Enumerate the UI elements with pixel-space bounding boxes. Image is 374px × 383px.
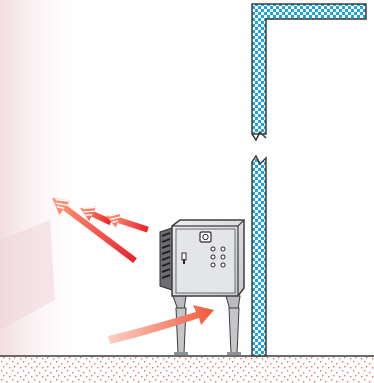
floor-icon	[0, 355, 374, 383]
main-switch-icon	[199, 231, 212, 243]
indicator-light-icon	[181, 252, 187, 261]
electrical-cabinet-icon	[159, 219, 245, 355]
outflow-arrow-2	[80, 206, 113, 226]
cool-air-inflow-arrow	[108, 305, 214, 344]
vent-fins-icon	[159, 227, 173, 291]
cabinet-controls	[181, 231, 226, 268]
insulated-wall-break-icon	[251, 3, 367, 357]
outflow-arrow-3	[106, 212, 149, 233]
cabinet-legs	[172, 295, 241, 355]
outflow-arrow-1	[52, 198, 137, 263]
hot-air-outflow-arrows	[52, 198, 149, 263]
background-tint	[0, 0, 90, 383]
button-grid-icon	[210, 246, 226, 268]
